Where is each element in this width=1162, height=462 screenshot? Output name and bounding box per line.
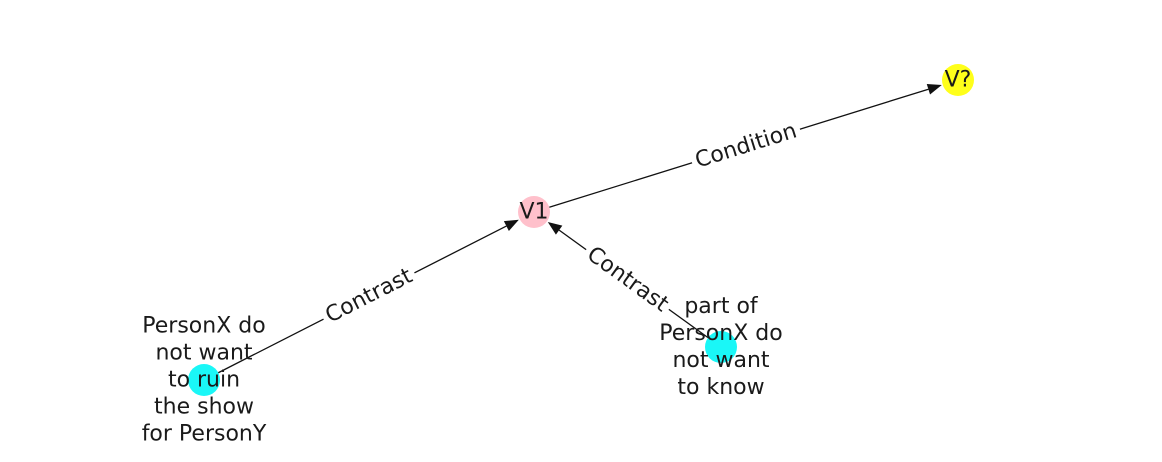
node-label-line: for PersonY	[142, 422, 267, 447]
node-label-line: not want	[672, 348, 769, 373]
node-v1-label: V1	[519, 200, 548, 225]
arrowhead-icon	[547, 221, 563, 235]
edge-label-group: Contrast	[578, 239, 677, 320]
edge-a-v1: Contrast	[217, 219, 519, 374]
node-label-line: PersonX do	[659, 321, 782, 346]
arrowhead-icon	[926, 83, 942, 95]
edge-label-background	[317, 261, 421, 331]
node-label-line: V1	[519, 200, 548, 225]
node-label-line: to know	[677, 375, 764, 400]
nodes-layer	[188, 64, 974, 396]
node-label-line: part of	[684, 294, 759, 319]
node-a-circle	[188, 364, 220, 396]
edge-label: Contrast	[321, 263, 416, 328]
edge-label-group: Contrast	[317, 261, 421, 331]
node-label-line: the show	[154, 395, 254, 420]
node-label-line: PersonX do	[142, 314, 265, 339]
node-vq-circle	[942, 64, 974, 96]
node-vq-label: V?	[945, 68, 972, 93]
edge-label-background	[688, 116, 804, 176]
node-label-line: not want	[155, 341, 252, 366]
edge-label-background	[578, 239, 677, 320]
edge-label-group: Condition	[688, 116, 804, 176]
edge-v1-vq: Condition	[549, 83, 942, 208]
node-v1-circle	[518, 196, 550, 228]
node-b-circle	[705, 331, 737, 363]
node-label-line: V?	[945, 68, 972, 93]
arrowhead-icon	[503, 219, 519, 231]
node-label-line: to ruin	[168, 368, 240, 393]
edge-label: Contrast	[582, 242, 673, 318]
edge-label: Condition	[692, 118, 800, 173]
